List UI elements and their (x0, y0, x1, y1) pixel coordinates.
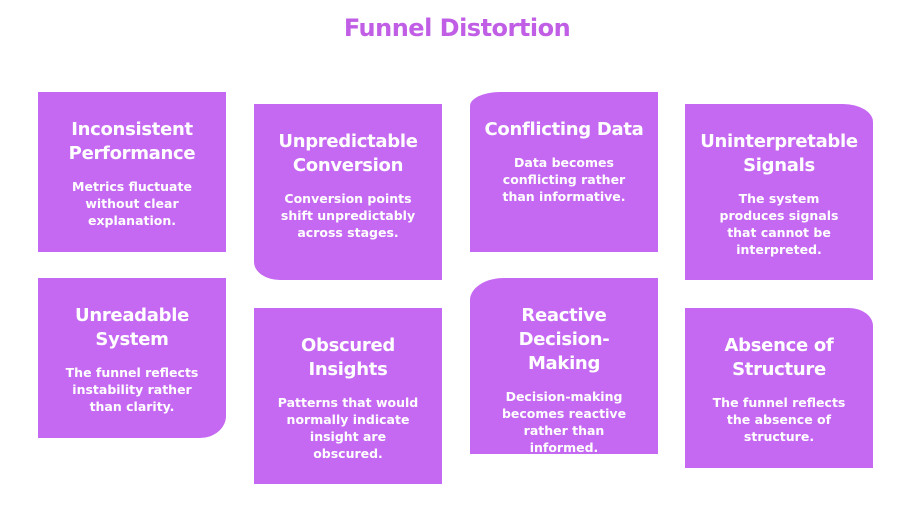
card-description: The funnel reflects instability rather t… (65, 365, 199, 414)
card-uninterpretable-signals: Uninterpretable Signals The system produ… (685, 104, 873, 280)
card-title: Reactive Decision-Making (518, 305, 610, 374)
card-description: The funnel reflects the absence of struc… (712, 395, 846, 444)
card-unreadable-system: Unreadable System The funnel reflects in… (38, 278, 226, 438)
card-description: Decision-making becomes reactive rather … (501, 389, 627, 455)
card-description: Data becomes conflicting rather than inf… (502, 155, 626, 204)
card-description: Patterns that would normally indicate in… (277, 395, 419, 461)
card-inconsistent-performance: Inconsistent Performance Metrics fluctua… (38, 92, 226, 252)
card-reactive-decision-making: Reactive Decision-Making Decision-making… (470, 278, 658, 455)
card-absence-of-structure: Absence of Structure The funnel reflects… (685, 308, 873, 468)
card-description: The system produces signals that cannot … (719, 191, 839, 257)
card-unpredictable-conversion: Unpredictable Conversion Conversion poin… (254, 104, 442, 280)
card-description: Metrics fluctuate without clear explanat… (72, 179, 192, 228)
card-title: Obscured Insights (301, 335, 395, 380)
card-title: Conflicting Data (484, 119, 644, 140)
card-title: Unreadable System (75, 305, 189, 350)
card-description: Conversion points shift unpredictably ac… (280, 191, 416, 240)
card-conflicting-data: Conflicting Data Data becomes conflictin… (470, 92, 658, 252)
card-title: Unpredictable Conversion (278, 131, 418, 176)
page-title: Funnel Distortion (343, 14, 571, 42)
card-obscured-insights: Obscured Insights Patterns that would no… (254, 308, 442, 484)
card-title: Absence of Structure (724, 335, 834, 380)
card-title: Uninterpretable Signals (700, 131, 858, 176)
card-title: Inconsistent Performance (68, 119, 196, 164)
